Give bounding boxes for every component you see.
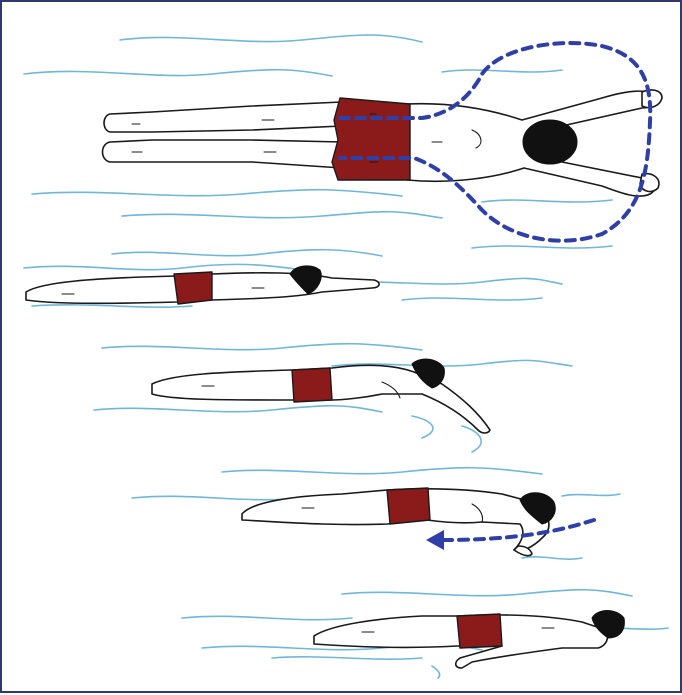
swimmer-catch <box>94 344 572 452</box>
swimmer-glide <box>24 250 562 307</box>
trunks <box>387 488 430 524</box>
swimmer-recovery <box>182 590 668 678</box>
swimmer-pull <box>132 468 620 559</box>
trunks <box>457 614 502 648</box>
trunks <box>292 368 332 402</box>
trunks <box>332 98 410 180</box>
head <box>523 120 577 164</box>
trunks <box>174 272 212 304</box>
swimmer-top-view <box>24 35 662 248</box>
